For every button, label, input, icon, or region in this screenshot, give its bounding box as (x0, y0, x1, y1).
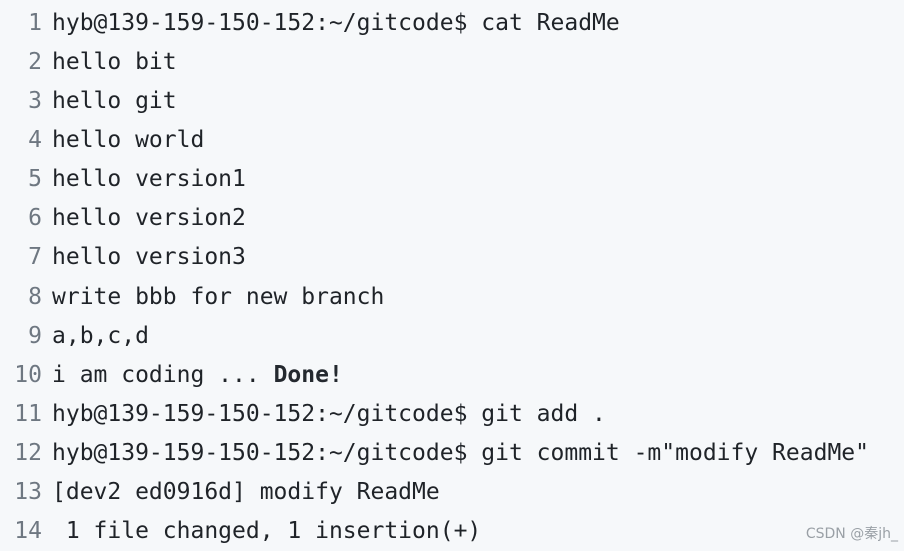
done-emphasis: Done! (273, 362, 343, 388)
code-line: 6 hello version2 (0, 199, 246, 238)
code-line: 12 hyb@139-159-150-152:~/gitcode$ git com… (0, 434, 869, 473)
code-line: 11 hyb@139-159-150-152:~/gitcode$ git add… (0, 395, 606, 434)
code-line: 10 i am coding ... Done! (0, 356, 343, 395)
line-number: 10 (14, 362, 42, 388)
line-text: 1 file changed, 1 insertion(+) (52, 518, 482, 544)
line-text: hyb@139-159-150-152:~/gitcode$ git commi… (52, 440, 869, 466)
code-line: 5 hello version1 (0, 160, 246, 199)
line-text: hello bit (52, 49, 177, 75)
line-number: 7 (28, 244, 42, 270)
code-line: 8 write bbb for new branch (0, 278, 384, 317)
line-text: hello git (52, 88, 177, 114)
line-text: hello world (52, 127, 205, 153)
code-line: 2 hello bit (0, 43, 177, 82)
csdn-watermark: CSDN @秦jh_ (805, 526, 898, 542)
line-number: 4 (28, 127, 42, 153)
line-number: 5 (28, 166, 42, 192)
line-number: 8 (28, 284, 42, 310)
code-line: 3 hello git (0, 82, 177, 121)
line-text: hyb@139-159-150-152:~/gitcode$ git add . (52, 401, 606, 427)
line-text: a,b,c,d (52, 323, 149, 349)
line-text: hello version2 (52, 205, 246, 231)
code-line: 9 a,b,c,d (0, 317, 149, 356)
code-line: 13 [dev2 ed0916d] modify ReadMe (0, 473, 440, 512)
line-text: write bbb for new branch (52, 284, 385, 310)
line-text: hyb@139-159-150-152:~/gitcode$ cat ReadM… (52, 10, 620, 36)
line-text: i am coding ... (52, 362, 274, 388)
code-line: 1 hyb@139-159-150-152:~/gitcode$ cat Read… (0, 4, 620, 43)
code-line: 4 hello world (0, 121, 204, 160)
line-text: [dev2 ed0916d] modify ReadMe (52, 479, 440, 505)
line-number: 2 (28, 49, 42, 75)
line-number: 14 (14, 518, 42, 544)
line-number: 9 (28, 323, 42, 349)
code-line: 14 1 file changed, 1 insertion(+) (0, 512, 481, 551)
line-number: 3 (28, 88, 42, 114)
line-number: 1 (28, 10, 42, 36)
line-text: hello version1 (52, 166, 246, 192)
line-number: 12 (14, 440, 42, 466)
line-number: 6 (28, 205, 42, 231)
line-number: 13 (14, 479, 42, 505)
line-number: 11 (14, 401, 42, 427)
code-line: 7 hello version3 (0, 238, 246, 277)
line-text: hello version3 (52, 244, 246, 270)
